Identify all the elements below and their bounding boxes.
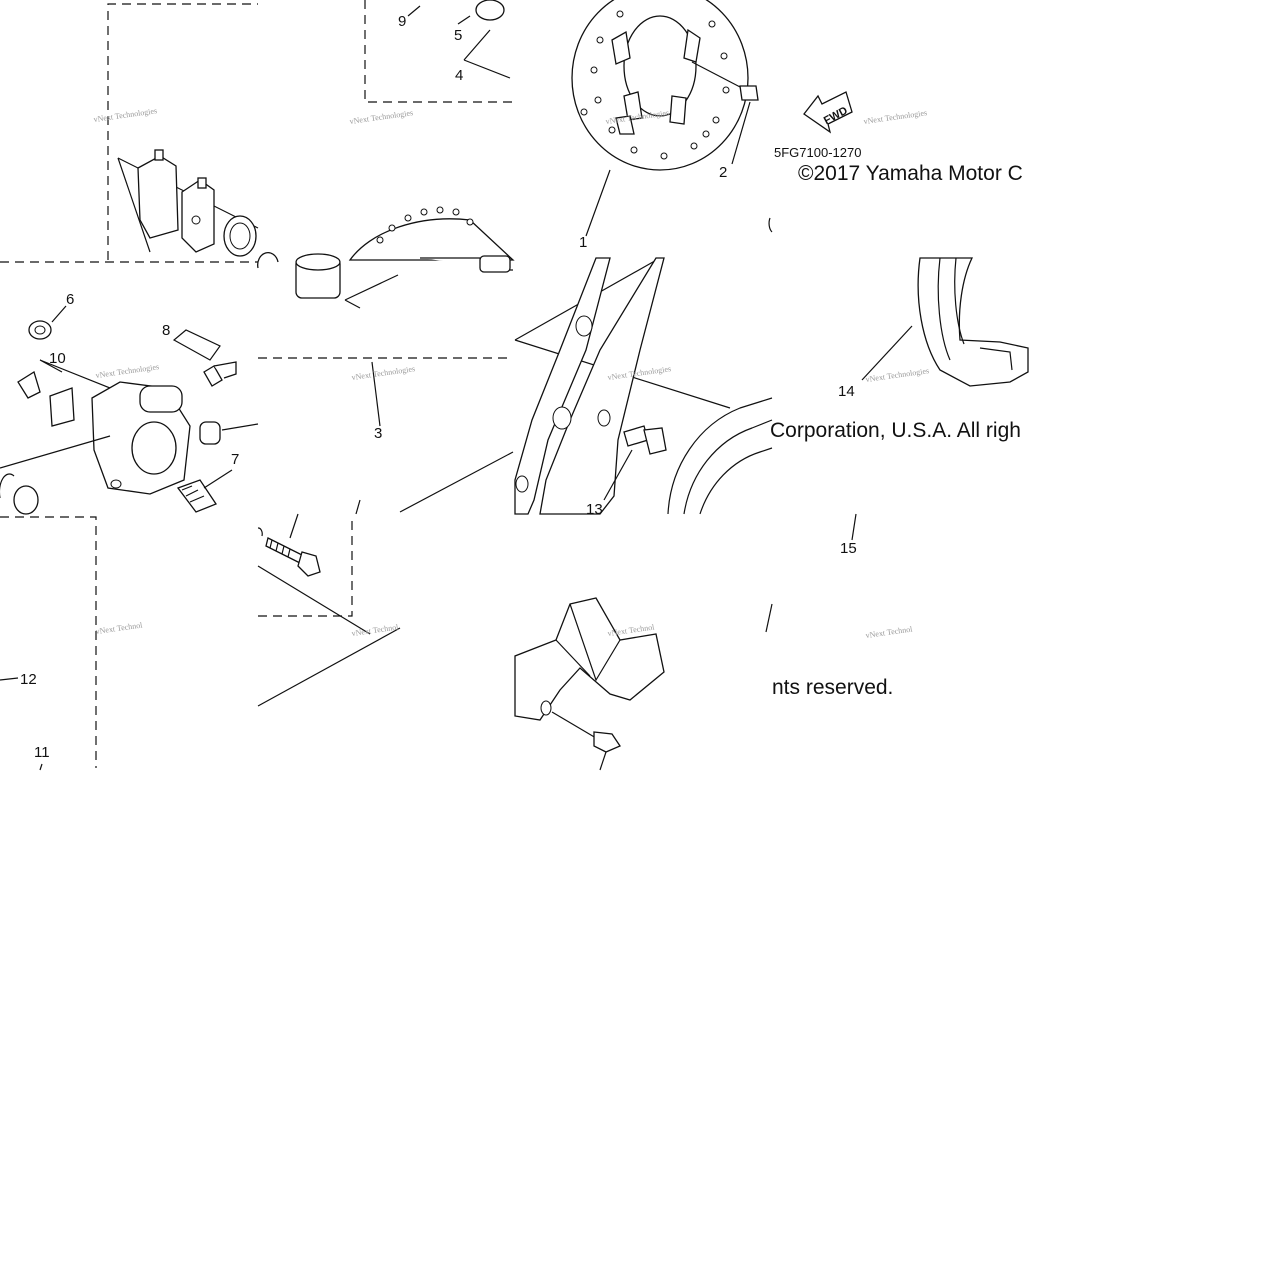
callout-5: 5: [454, 27, 462, 44]
watermark-text: vNext Technol: [95, 620, 144, 636]
piston-group: [257, 0, 515, 309]
brake-pads-group: [107, 3, 259, 260]
copyright-text-3: nts reserved.: [772, 676, 893, 699]
watermark-text: vNext Technol: [865, 624, 914, 640]
watermark-text: vNext Technologies: [95, 362, 160, 380]
guard-edge-line: [765, 603, 773, 633]
callout-6: 6: [66, 291, 74, 308]
callout-3: 3: [374, 425, 382, 442]
watermark-text: vNext Technol: [351, 622, 400, 638]
callout-1: 1: [579, 234, 587, 251]
part-code-label: 5FG7100-1270: [774, 145, 861, 160]
callout-15: 15: [840, 540, 857, 557]
callout-10: 10: [49, 350, 66, 367]
watermark-text: vNext Technologies: [349, 108, 414, 126]
callout-13: 13: [586, 501, 603, 518]
callout-2: 2: [719, 164, 727, 181]
hose-group: [258, 357, 514, 515]
callout-14: 14: [838, 383, 855, 400]
callout-11: 11: [34, 744, 50, 761]
disc-edge-group: [667, 397, 857, 541]
caliper-bolt-group: [257, 513, 401, 707]
copyright-text-1: ©2017 Yamaha Motor C: [798, 162, 1023, 185]
fwd-arrow: FWD: [803, 91, 853, 134]
callout-7: 7: [231, 451, 239, 468]
disc-guard-group: [861, 257, 1029, 387]
brake-disc-group: [571, 0, 759, 237]
watermark-text: vNext Technologies: [865, 366, 930, 384]
callout-12: 12: [20, 671, 37, 688]
copyright-text-2: Corporation, U.S.A. All righ: [770, 419, 1021, 442]
lower-left-group: [0, 516, 97, 771]
callout-9: 9: [398, 13, 406, 30]
callout-4: 4: [455, 67, 463, 84]
watermark-text: vNext Technologies: [93, 106, 158, 124]
watermark-text: vNext Technologies: [351, 364, 416, 382]
callout-8: 8: [162, 322, 170, 339]
watermark-text: vNext Technologies: [863, 108, 928, 126]
fork-group: [514, 257, 731, 515]
front-guard-group: [514, 597, 665, 771]
caliper-group: [0, 261, 259, 515]
